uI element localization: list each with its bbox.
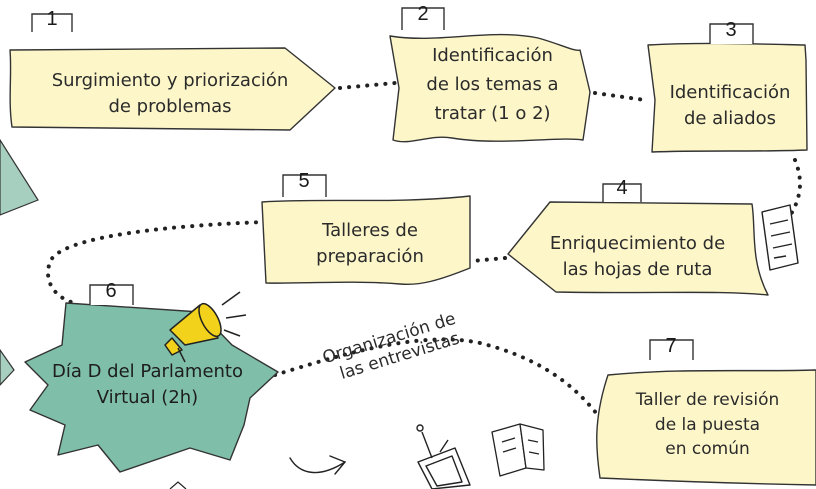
step-2-tab	[401, 7, 445, 30]
step-7-tab	[649, 339, 694, 360]
step-7-number: 7	[665, 335, 677, 357]
step-3	[647, 23, 808, 153]
step-2-number: 2	[417, 3, 429, 25]
step-1-tab	[31, 13, 73, 32]
step-6-number: 6	[105, 280, 117, 302]
step-4	[507, 183, 769, 296]
clipboard-icon	[761, 204, 799, 271]
bottom-decoration	[169, 481, 187, 489]
connectors	[46, 81, 802, 420]
connector-6-7	[273, 337, 602, 420]
step-6	[24, 284, 279, 473]
connector-5-6	[46, 220, 267, 305]
step-1	[9, 13, 336, 131]
connector-2-3	[593, 91, 647, 102]
step-2	[389, 7, 591, 143]
megaphone-icon	[164, 291, 247, 363]
step-5-number: 5	[298, 170, 310, 192]
arrow-icon	[289, 455, 347, 475]
document-icon	[491, 423, 545, 477]
step-3-number: 3	[725, 19, 737, 41]
connector-4-5	[470, 256, 507, 263]
step-5-tab	[282, 174, 327, 197]
step-4-number: 4	[616, 177, 628, 199]
step-5	[261, 174, 471, 286]
television-icon	[416, 424, 471, 489]
step-3-tab	[709, 23, 754, 44]
step-7	[596, 339, 816, 486]
side-decoration-top	[0, 138, 39, 216]
step-4-tab	[602, 183, 642, 202]
step-6-tab	[89, 284, 134, 305]
connector-3-4	[778, 158, 802, 232]
step-1-number: 1	[46, 8, 58, 30]
connector-1-2	[338, 81, 397, 90]
side-decoration-bottom	[0, 348, 15, 386]
